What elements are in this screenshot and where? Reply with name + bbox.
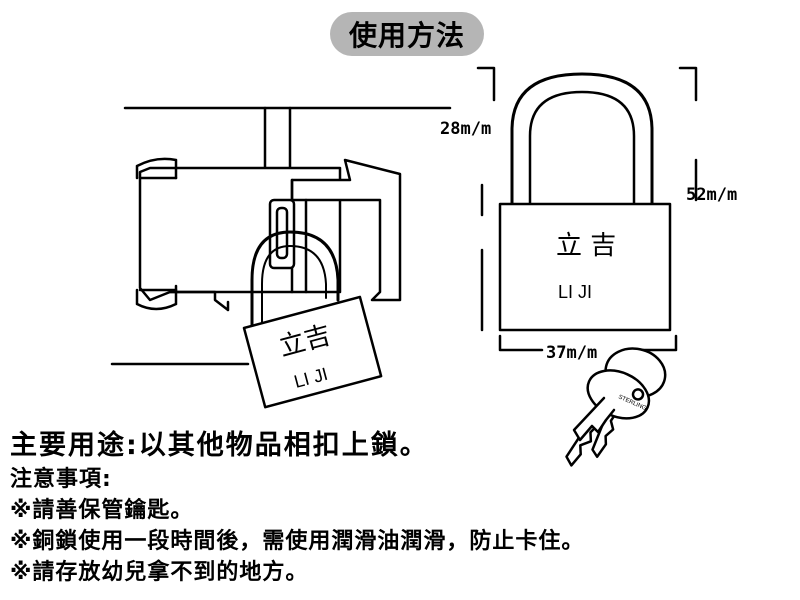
body-width-label: 37m/m (546, 343, 597, 363)
diagram-lock-brand-cn: 立 吉 (556, 231, 616, 261)
hasp-usage-scene: 立吉 LI JI (110, 106, 452, 409)
keys-illustration (565, 347, 667, 467)
shackle-height-label: 28m/m (440, 119, 491, 139)
notes-heading: 注意事項: (10, 467, 112, 492)
note-item: ※銅鎖使用一段時間後，需使用潤滑油潤滑，防止卡住。 (10, 529, 585, 554)
usage-title-badge: 使用方法 (330, 12, 484, 56)
total-height-label: 52m/m (686, 185, 737, 205)
padlock-dimension-diagram (476, 66, 698, 352)
main-use-text: 主要用途:以其他物品相扣上鎖。 (10, 430, 429, 461)
usage-notes: 主要用途:以其他物品相扣上鎖。 注意事項: ※請善保管鑰匙。 ※銅鎖使用一段時間… (10, 428, 795, 588)
usage-title: 使用方法 (348, 19, 465, 52)
note-item: ※請存放幼兒拿不到的地方。 (10, 560, 309, 585)
diagram-lock-brand-en: LI JI (558, 282, 592, 302)
note-item: ※請善保管鑰匙。 (10, 498, 194, 523)
